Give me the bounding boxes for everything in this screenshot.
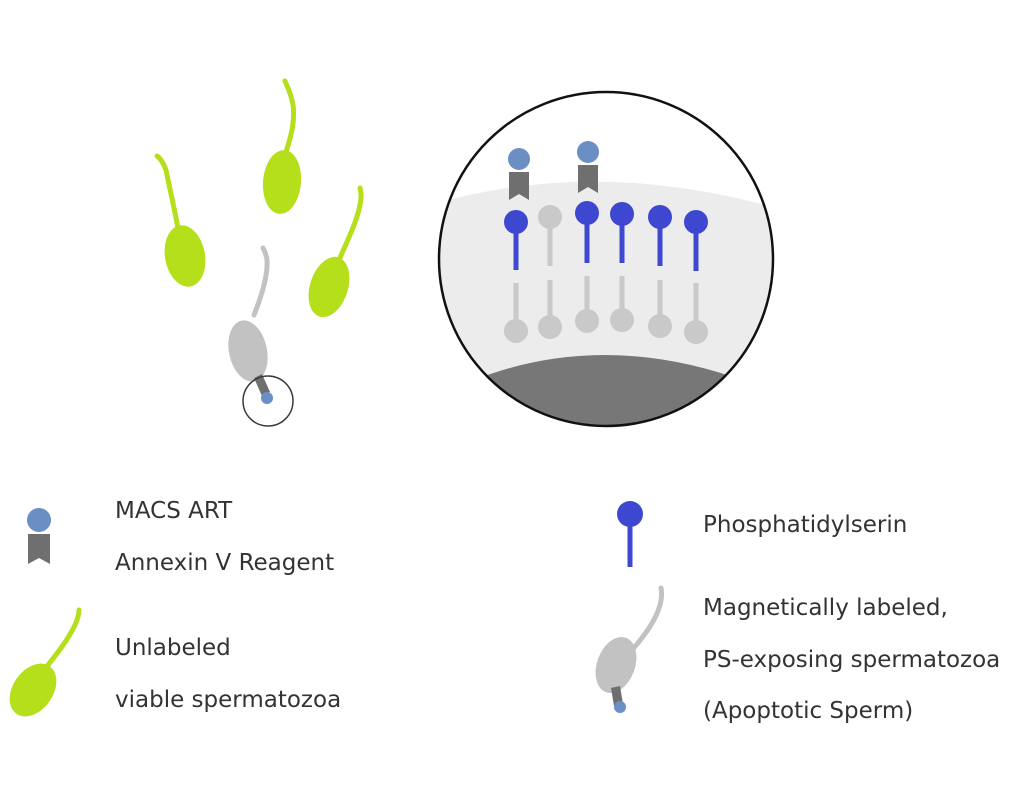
apoptotic-sperm: [228, 245, 273, 404]
legend-reagent-subtitle: Annexin V Reagent: [115, 550, 335, 576]
viable-sperm-3: [308, 185, 364, 318]
viable-sperm-1: [154, 153, 206, 287]
legend-unlabeled-title: Unlabeled: [115, 635, 231, 661]
annexin-reagent-icon: [27, 508, 51, 564]
membrane-zoom: [437, 90, 775, 428]
ps-lipid-5: [684, 210, 708, 271]
ps-lipid-2: [575, 201, 599, 263]
legend-labeled-line1: Magnetically labeled,: [703, 595, 948, 621]
magnify-ring: [242, 375, 294, 427]
sperm-cluster: [154, 78, 364, 427]
inner-lipid-4: [610, 276, 634, 332]
cytoplasm: [439, 355, 773, 426]
inner-lipid-6: [684, 283, 708, 344]
viable-sperm-icon: [9, 607, 82, 717]
inner-lipid-1: [504, 283, 528, 343]
ps-lipid-3: [610, 202, 634, 263]
legend-unlabeled-subtitle: viable spermatozoa: [115, 687, 342, 713]
ps-lipid-1: [504, 210, 528, 270]
legend-labeled-line2: PS-exposing spermatozoa: [703, 647, 1001, 673]
ps-lipid-4: [648, 205, 672, 266]
viable-sperm-2: [262, 78, 302, 214]
phosphatidylserine-icon: [617, 501, 643, 567]
inner-lipid-5: [648, 280, 672, 338]
legend-reagent-title: MACS ART: [115, 498, 233, 524]
inner-lipid-2: [538, 280, 562, 339]
legend-ps-label: Phosphatidylserin: [703, 512, 908, 538]
apoptotic-sperm-icon: [595, 585, 665, 713]
outer-lipid-gray: [538, 205, 562, 266]
annexin-bound-2: [577, 141, 599, 193]
annexin-bound-1: [508, 148, 530, 200]
inner-lipid-3: [575, 276, 599, 333]
legend-labeled-line3: (Apoptotic Sperm): [703, 698, 914, 724]
